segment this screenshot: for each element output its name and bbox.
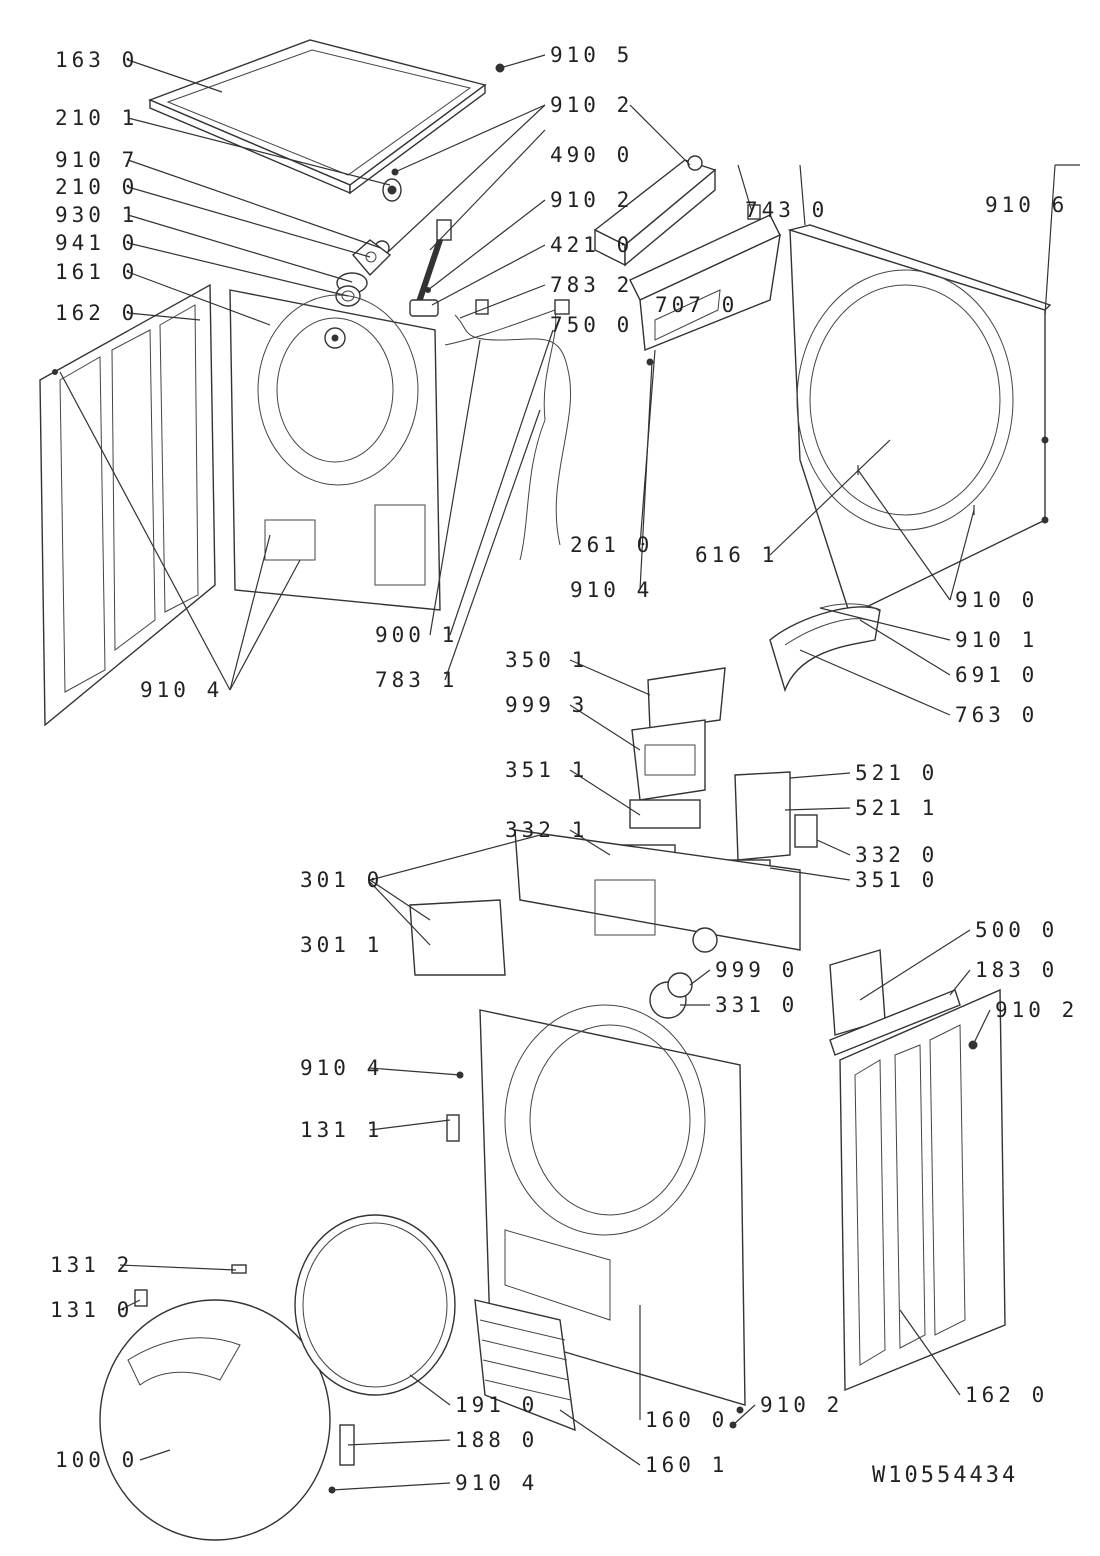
label-900-1: 900 1	[375, 623, 458, 647]
front-panel-part	[479, 1004, 746, 1414]
label-910-4-d: 910 4	[455, 1471, 538, 1495]
label-783-1: 783 1	[375, 668, 458, 692]
condenser-duct-part	[593, 155, 717, 267]
side-panel-right-part	[839, 988, 1006, 1392]
part-421-0	[409, 299, 439, 317]
label-191-0: 191 0	[455, 1393, 538, 1417]
label-910-4-a: 910 4	[570, 578, 653, 602]
door-part	[99, 1299, 331, 1541]
label-131-0: 131 0	[50, 1298, 133, 1322]
label-691-0: 691 0	[955, 663, 1038, 687]
part-labels: 163 0 910 5 910 2 210 1 910 7 490 0 210 …	[50, 43, 1078, 1495]
front-frame-part	[787, 224, 1052, 616]
label-910-4-c: 910 4	[300, 1056, 383, 1080]
label-910-2-d: 910 2	[760, 1393, 843, 1417]
label-500-0: 500 0	[975, 918, 1058, 942]
label-490-0: 490 0	[550, 143, 633, 167]
label-351-1: 351 1	[505, 758, 588, 782]
label-910-0: 910 0	[955, 588, 1038, 612]
label-301-0: 301 0	[300, 868, 383, 892]
label-421-0: 421 0	[550, 233, 633, 257]
leader-lines	[59, 54, 1080, 1491]
keyboard-part	[629, 799, 701, 829]
door-gasket-part	[294, 1214, 456, 1396]
label-616-1: 616 1	[695, 543, 778, 567]
label-261-0: 261 0	[570, 533, 653, 557]
label-160-1: 160 1	[645, 1453, 728, 1477]
water-tank-part	[629, 204, 781, 366]
hose-part	[454, 314, 572, 546]
label-930-1: 930 1	[55, 203, 138, 227]
rear-panel-part	[229, 289, 441, 611]
power-board-part	[829, 949, 961, 1056]
label-910-5: 910 5	[550, 43, 633, 67]
label-332-0: 332 0	[855, 843, 938, 867]
label-350-1: 350 1	[505, 648, 588, 672]
label-783-2: 783 2	[550, 273, 633, 297]
bearing-assembly-parts	[335, 178, 402, 307]
label-351-0: 351 0	[855, 868, 938, 892]
label-161-0: 161 0	[55, 260, 138, 284]
latch-parts	[134, 1071, 464, 1307]
label-160-0: 160 0	[645, 1408, 728, 1432]
label-332-1: 332 1	[505, 818, 588, 842]
label-131-2: 131 2	[50, 1253, 133, 1277]
label-910-1: 910 1	[955, 628, 1038, 652]
label-521-1: 521 1	[855, 796, 938, 820]
label-188-0: 188 0	[455, 1428, 538, 1452]
hinge-part	[328, 1424, 355, 1494]
label-910-2-c: 910 2	[995, 998, 1078, 1022]
control-board-part	[631, 667, 726, 801]
label-999-0: 999 0	[715, 958, 798, 982]
label-131-1: 131 1	[300, 1118, 383, 1142]
label-331-0: 331 0	[715, 993, 798, 1017]
label-163-0: 163 0	[55, 48, 138, 72]
control-panel-part	[514, 829, 801, 953]
knob-ring-part	[667, 972, 693, 998]
label-910-6: 910 6	[985, 193, 1068, 217]
label-941-0: 941 0	[55, 231, 138, 255]
label-210-0: 210 0	[55, 175, 138, 199]
label-521-0: 521 0	[855, 761, 938, 785]
motor-module-part	[714, 771, 818, 875]
side-panel-left-part	[39, 283, 216, 727]
label-301-1: 301 1	[300, 933, 383, 957]
grille-part	[474, 1299, 576, 1432]
label-750-0: 750 0	[550, 313, 633, 337]
drawer-part	[409, 899, 506, 976]
hose-part-2	[444, 309, 557, 561]
label-910-7: 910 7	[55, 148, 138, 172]
label-743-0: 743 0	[745, 198, 828, 222]
label-910-4-b: 910 4	[140, 678, 223, 702]
label-910-2-a: 910 2	[550, 93, 633, 117]
label-183-0: 183 0	[975, 958, 1058, 982]
label-100-0: 100 0	[55, 1448, 138, 1472]
label-162-0-b: 162 0	[965, 1383, 1048, 1407]
label-707-0: 707 0	[655, 293, 738, 317]
label-210-1: 210 1	[55, 106, 138, 130]
top-cover-part	[148, 39, 487, 195]
label-162-0-a: 162 0	[55, 301, 138, 325]
label-910-2-b: 910 2	[550, 188, 633, 212]
document-number: W10554434	[872, 1463, 1018, 1488]
label-763-0: 763 0	[955, 703, 1038, 727]
label-999-3: 999 3	[505, 693, 588, 717]
